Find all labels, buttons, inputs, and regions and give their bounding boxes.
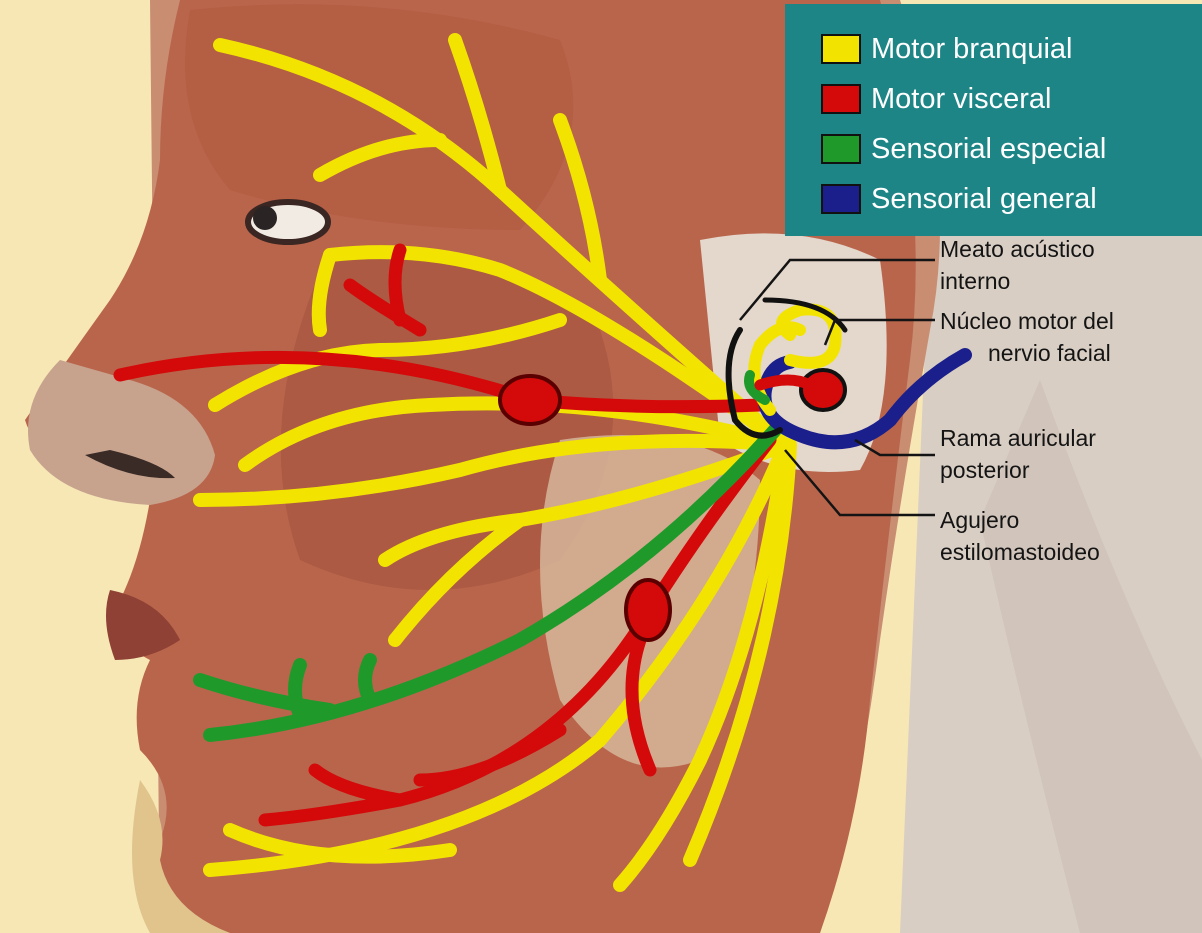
motor-nucleus [801,370,845,410]
callout-line-2: posterior [940,454,1096,486]
legend-label: Motor branquial [871,35,1073,64]
legend-swatch [821,134,861,164]
callout-line-1: Núcleo motor del [940,305,1114,337]
legend-item: Motor visceral [821,78,1052,120]
callout-line-2: nervio facial [940,337,1114,369]
legend-item: Sensorial general [821,178,1097,220]
red-nucleus-link [760,380,810,385]
pupil [253,206,277,230]
legend-label: Motor visceral [871,85,1052,114]
callout-nucleo-motor: Núcleo motor del nervio facial [940,305,1114,369]
callout-line-1: Meato acústico [940,233,1095,265]
callout-agujero: Agujero estilomastoideo [940,504,1100,568]
legend-panel: Motor branquial Motor visceral Sensorial… [785,4,1202,236]
callout-line-1: Rama auricular [940,422,1096,454]
legend-swatch [821,184,861,214]
green-branch-tongue-3 [365,660,370,700]
legend-item: Sensorial especial [821,128,1106,170]
legend-swatch [821,34,861,64]
callout-line-2: estilomastoideo [940,536,1100,568]
legend-label: Sensorial general [871,185,1097,214]
legend-swatch [821,84,861,114]
callout-meato-acustico: Meato acústico interno [940,233,1095,297]
legend-item: Motor branquial [821,28,1073,70]
ganglion-upper [500,376,560,424]
green-branch-tongue-2 [295,665,300,715]
ganglion-lower [626,580,670,640]
callout-line-1: Agujero [940,504,1100,536]
legend-label: Sensorial especial [871,135,1106,164]
callout-rama-auricular: Rama auricular posterior [940,422,1096,486]
callout-line-2: interno [940,265,1095,297]
